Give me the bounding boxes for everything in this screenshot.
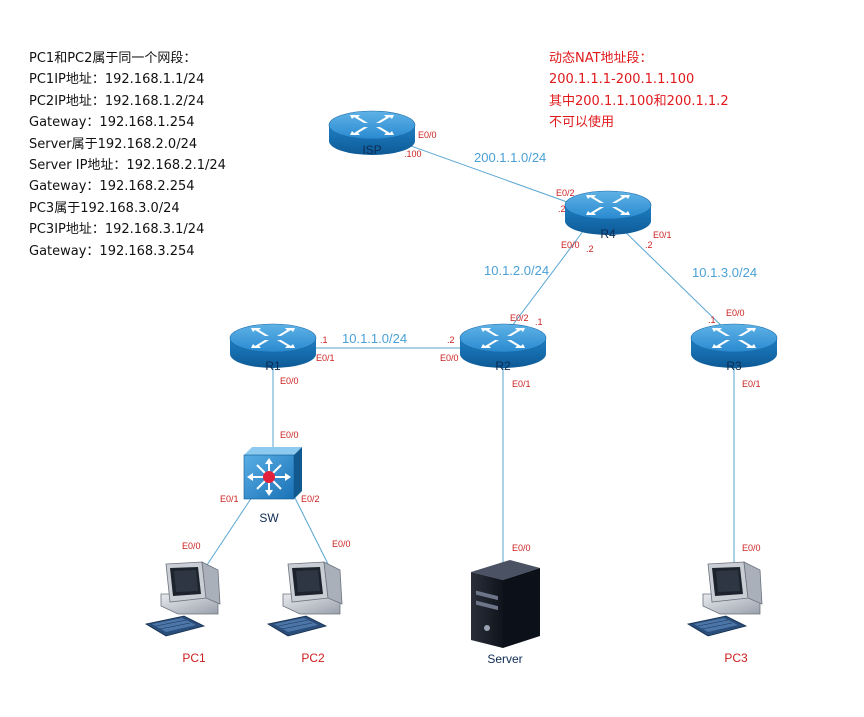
switch-sw[interactable]: SW <box>243 447 302 525</box>
note-line: 其中200.1.1.100和200.1.1.2 <box>549 93 729 109</box>
address-notes: PC1和PC2属于同一个网段： PC1IP地址：192.168.1.1/24 P… <box>29 48 226 262</box>
device-label: PC1 <box>182 651 206 665</box>
link-sw-pc2 <box>289 487 331 569</box>
note-line: Gateway：192.168.1.254 <box>29 115 195 131</box>
device-label: ISP <box>362 143 381 157</box>
device-label: R1 <box>265 359 281 373</box>
address-label: .2 <box>558 204 566 214</box>
device-label: R4 <box>600 227 616 241</box>
link-sw-pc1 <box>204 487 259 569</box>
device-label: R2 <box>495 359 511 373</box>
device-label: PC2 <box>301 651 325 665</box>
device-label: R3 <box>726 359 742 373</box>
port-label: E0/0 <box>742 543 761 553</box>
nat-notes: 动态NAT地址段： 200.1.1.1-200.1.1.100 其中200.1.… <box>549 48 729 134</box>
workstation-icon <box>145 561 221 637</box>
router-isp[interactable]: ISP <box>328 110 416 157</box>
address-label: .1 <box>535 317 543 327</box>
pc-pc3[interactable]: PC3 <box>687 561 763 665</box>
address-label: .1 <box>708 315 716 325</box>
port-label: E0/1 <box>742 379 761 389</box>
port-label: E0/1 <box>316 353 335 363</box>
note-line: Server属于192.168.2.0/24 <box>29 136 198 152</box>
port-label: E0/0 <box>332 539 351 549</box>
pc-pc1[interactable]: PC1 <box>145 561 221 665</box>
pc-pc2[interactable]: PC2 <box>267 561 343 665</box>
network-label: 10.1.2.0/24 <box>484 263 549 278</box>
port-label: E0/2 <box>301 494 320 504</box>
port-label: E0/0 <box>418 130 437 140</box>
note-line: 不可以使用 <box>549 115 615 131</box>
port-label: E0/0 <box>440 353 459 363</box>
note-line: Gateway：192.168.2.254 <box>29 179 195 195</box>
note-line: 动态NAT地址段： <box>549 51 653 66</box>
router-r4[interactable]: R4 <box>564 190 652 241</box>
port-label: E0/1 <box>512 379 531 389</box>
note-line: PC2IP地址：192.168.1.2/24 <box>29 93 205 109</box>
address-label: .1 <box>320 335 328 345</box>
port-label: E0/0 <box>726 308 745 318</box>
note-line: Gateway：192.168.3.254 <box>29 243 195 259</box>
note-line: PC3IP地址：192.168.3.1/24 <box>29 222 205 238</box>
port-label: E0/2 <box>556 188 575 198</box>
device-label: PC3 <box>724 651 748 665</box>
note-line: PC1和PC2属于同一个网段： <box>29 51 197 66</box>
workstation-icon <box>267 561 343 637</box>
router-r1[interactable]: R1 <box>229 323 317 373</box>
port-label: E0/0 <box>280 376 299 386</box>
router-r3[interactable]: R3 <box>690 323 778 373</box>
address-label: .100 <box>404 149 422 159</box>
address-label: .2 <box>586 244 594 254</box>
device-label: Server <box>487 652 522 666</box>
network-label: 200.1.1.0/24 <box>474 150 546 165</box>
port-label: E0/0 <box>561 240 580 250</box>
link-r4-r2 <box>502 221 591 339</box>
port-label: E0/1 <box>220 494 239 504</box>
address-label: .2 <box>447 335 455 345</box>
port-label: E0/1 <box>653 230 672 240</box>
note-line: PC1IP地址：192.168.1.1/24 <box>29 72 205 88</box>
note-line: PC3属于192.168.3.0/24 <box>29 200 180 216</box>
server-tower-icon <box>471 560 540 648</box>
port-label: E0/0 <box>182 541 201 551</box>
network-label: 10.1.3.0/24 <box>692 265 757 280</box>
note-line: Server IP地址：192.168.2.1/24 <box>29 158 226 174</box>
multilayer-switch-icon <box>243 447 302 500</box>
port-label: E0/0 <box>512 543 531 553</box>
note-line: 200.1.1.1-200.1.1.100 <box>549 72 695 88</box>
link-r4-r3 <box>614 221 735 339</box>
router-r2[interactable]: R2 <box>459 323 547 373</box>
network-label: 10.1.1.0/24 <box>342 331 407 346</box>
workstation-icon <box>687 561 763 637</box>
port-label: E0/0 <box>280 430 299 440</box>
server[interactable]: Server <box>471 560 540 666</box>
device-label: SW <box>259 511 279 525</box>
address-label: .2 <box>645 240 653 250</box>
port-label: E0/2 <box>510 313 529 323</box>
